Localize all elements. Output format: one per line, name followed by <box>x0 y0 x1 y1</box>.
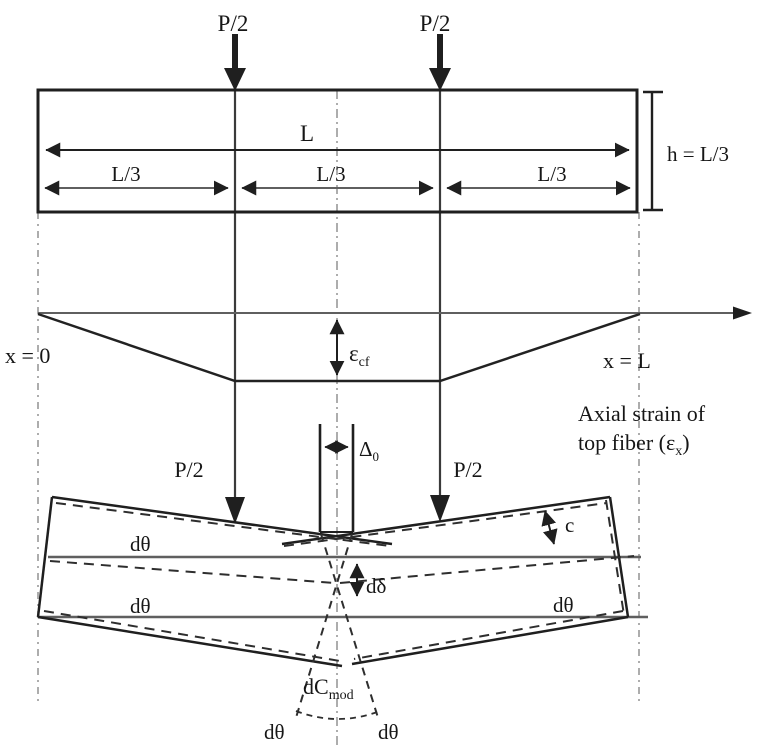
deflection-increment-label: dδ <box>366 574 387 598</box>
compressive-strain-label: εcf <box>349 341 370 370</box>
third-span-label-left: L/3 <box>111 162 140 186</box>
load-arrowhead-mid-right <box>430 495 450 522</box>
crack-opening-label: Δ0 <box>359 437 379 464</box>
load-arrow-top-right <box>429 34 451 91</box>
beam-height-label: h = L/3 <box>667 142 729 166</box>
rotation-label-right: dθ <box>553 593 574 617</box>
neutral-axis-left-dashed <box>49 560 335 584</box>
rotation-label-cone-right: dθ <box>378 720 399 744</box>
modified-position-dashed-lines <box>43 499 635 662</box>
strain-caption-line1: Axial strain of <box>578 401 706 426</box>
rotation-label-lower-left: dθ <box>130 594 151 618</box>
hinge-cone-right-line <box>320 533 380 722</box>
rotation-label-cone-left: dθ <box>264 720 285 744</box>
third-span-label-middle: L/3 <box>316 162 345 186</box>
load-arrowhead-mid-left <box>225 497 245 524</box>
hinge-cone <box>294 533 381 722</box>
strain-caption-line2: top fiber (εx) <box>578 430 690 459</box>
x-l-label: x = L <box>603 348 651 373</box>
load-label-mid-left: P/2 <box>174 457 203 482</box>
neutral-axis-right-dashed <box>339 555 635 584</box>
load-label-top-left: P/2 <box>218 11 249 36</box>
strain-axis-arrowhead <box>733 306 752 320</box>
load-label-mid-right: P/2 <box>453 457 482 482</box>
hinge-cone-left-line <box>294 533 353 722</box>
load-lines-group <box>233 90 442 500</box>
neutral-depth-arrow <box>541 510 558 545</box>
height-dimension-bracket <box>643 90 663 212</box>
rotation-arc <box>295 710 381 720</box>
top-beam-group: P/2 P/2 L L/3 L/3 L/3 h = L/3 <box>36 11 729 214</box>
rotation-label-upper-left: dθ <box>130 532 151 556</box>
load-label-top-right: P/2 <box>420 11 451 36</box>
neutral-axis-depth-label: c <box>565 513 574 537</box>
right-beam-half <box>281 495 630 666</box>
span-length-label: L <box>300 121 314 146</box>
x-zero-label: x = 0 <box>5 343 50 368</box>
third-span-label-right: L/3 <box>537 162 566 186</box>
notch-lines <box>318 424 355 533</box>
load-arrow-top-left <box>224 34 246 91</box>
deformed-beam-group: P/2 P/2 Δ0 <box>36 424 648 744</box>
strain-diagram-group: x = 0 x = L εcf Axial strain of top fibe… <box>5 306 752 459</box>
compliance-increment-label: dCmod <box>303 674 354 703</box>
reference-lines-group <box>37 90 640 746</box>
beam-outline <box>36 88 639 214</box>
strain-profile <box>37 312 641 383</box>
